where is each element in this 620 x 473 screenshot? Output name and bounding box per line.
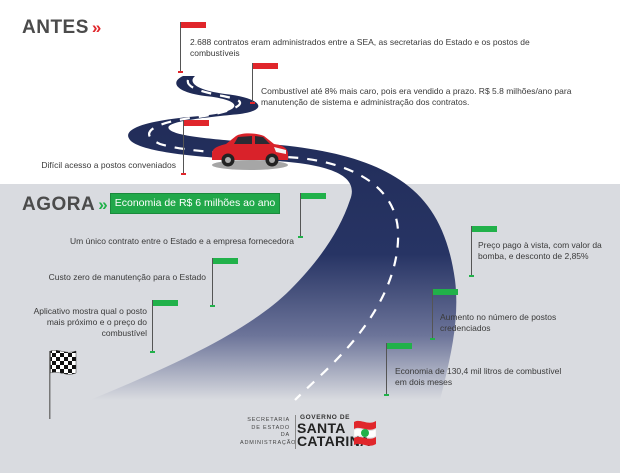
before-note-contracts: 2.688 contratos eram administrados entre… (190, 37, 530, 58)
now-note-single-contract: Um único contrato entre o Estado e a emp… (70, 236, 294, 246)
now-note-more-stations: Aumento no número de postos credenciados (440, 312, 557, 333)
flag-icon (181, 22, 206, 28)
flag-icon (184, 120, 209, 126)
flag-base (210, 305, 215, 307)
flag-pole (152, 300, 153, 352)
flag-base (178, 71, 183, 73)
state-name-line2: CATARINA (297, 433, 371, 449)
flag-icon (472, 226, 497, 232)
flag-base (250, 102, 255, 104)
flag-pole (212, 258, 213, 306)
logo-divider (295, 415, 296, 449)
flag-pole (471, 226, 472, 276)
flag-pole (183, 120, 184, 175)
road-center-line (148, 79, 400, 401)
flag-icon (387, 343, 412, 349)
before-title: ANTES» (22, 17, 102, 39)
now-arrow-icon: » (98, 195, 108, 214)
before-arrow-icon: » (91, 18, 102, 37)
before-title-text: ANTES (22, 17, 89, 38)
state-flag-icon (353, 420, 377, 446)
now-note-fuel-savings: Economia de 130,4 mil litros de combustí… (395, 366, 562, 387)
flag-icon (433, 289, 458, 295)
government-logo: SECRETARIA DE ESTADO DA ADMINISTRAÇÃO GO… (240, 412, 385, 452)
before-note-access: Difícil acesso a postos conveniados (41, 160, 176, 170)
flag-base (181, 173, 186, 175)
government-of-label: GOVERNO DE (300, 414, 351, 421)
flag-icon (153, 300, 178, 306)
flag-pole (386, 343, 387, 395)
flag-icon (213, 258, 238, 264)
department-name: SECRETARIA DE ESTADO DA ADMINISTRAÇÃO (240, 417, 297, 446)
road (90, 76, 457, 400)
flag-icon (253, 63, 278, 69)
flag-base (469, 275, 474, 277)
flag-pole (252, 63, 253, 103)
flag-base (150, 351, 155, 353)
flag-pole (300, 193, 301, 237)
car-icon (212, 133, 288, 170)
savings-banner: Economia de R$ 6 milhões ao ano (110, 193, 280, 214)
savings-banner-text: Economia de R$ 6 milhões ao ano (114, 197, 276, 209)
now-title-text: AGORA (22, 194, 96, 215)
checkered-flag-icon (49, 350, 77, 419)
now-note-app: Aplicativo mostra qual o posto mais próx… (33, 306, 147, 338)
now-note-zero-cost: Custo zero de manutenção para o Estado (48, 272, 206, 282)
flag-icon (301, 193, 326, 199)
flag-base (430, 338, 435, 340)
flag-base (384, 394, 389, 396)
state-name-line1: SANTA (297, 420, 346, 436)
before-note-price: Combustível até 8% mais caro, pois era v… (261, 86, 572, 107)
now-note-cash-price: Preço pago à vista, com valor da bomba, … (478, 240, 602, 261)
now-title: AGORA» (22, 194, 108, 216)
flag-pole (432, 289, 433, 339)
flag-pole (180, 22, 181, 72)
flag-base (298, 236, 303, 238)
